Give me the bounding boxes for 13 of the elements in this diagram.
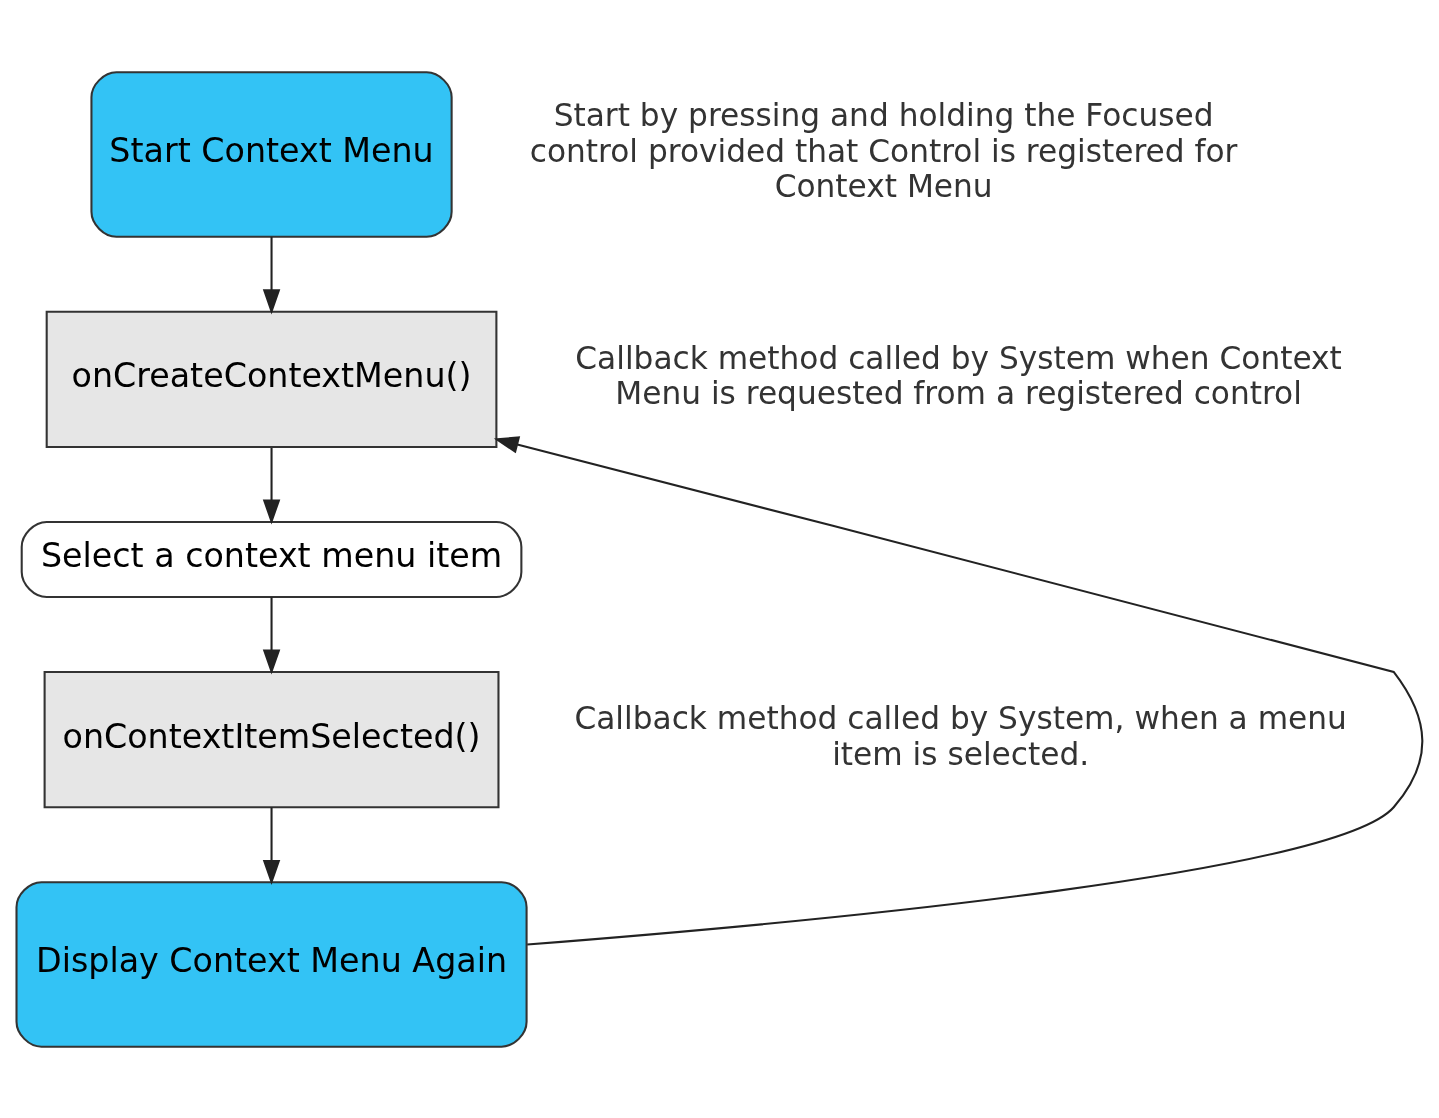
node-label: Callback method called by System, when a menu item is selected. <box>574 699 1347 772</box>
node-box: Start Context Menu <box>90 70 453 238</box>
arrow <box>262 596 281 674</box>
node-box: onCreateContextMenu() <box>45 310 498 448</box>
arrow <box>262 236 281 314</box>
node-label: Start by pressing and holding the Focused control provided that Control is registered for Context Menu <box>529 96 1238 204</box>
node-box: onContextItemSelected() <box>43 670 500 808</box>
arrow <box>262 447 281 525</box>
node-box: Display Context Menu Again <box>15 880 528 1048</box>
node-label: Callback method called by System when Context Menu is requested from a registered control <box>575 339 1342 411</box>
node-box: Select a context menu item <box>20 520 523 598</box>
arrow <box>262 806 281 885</box>
arrow <box>493 435 1424 946</box>
